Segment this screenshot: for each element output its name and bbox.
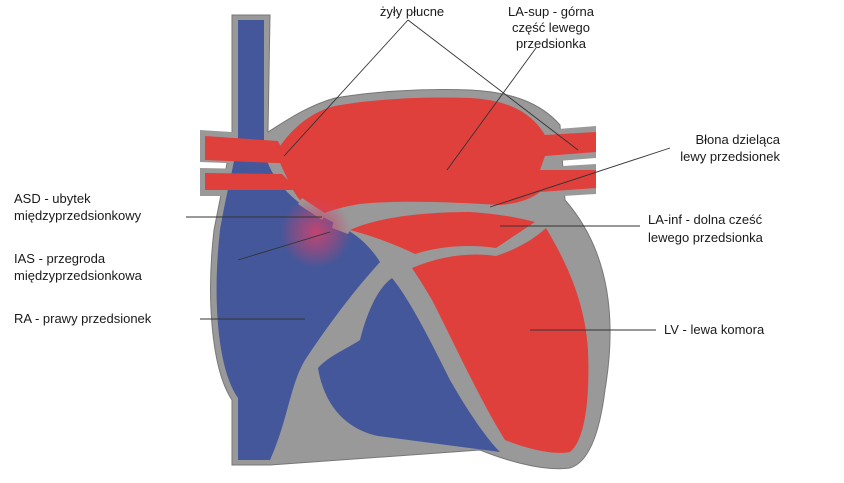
label-ra: RA - prawy przedsionek bbox=[14, 311, 152, 326]
label-la-sup-line1: LA-sup - górna bbox=[508, 4, 594, 19]
asd-defect-glow bbox=[280, 196, 352, 268]
label-membrane-line2: lewy przedsionek bbox=[680, 149, 780, 164]
label-lv: LV - lewa komora bbox=[664, 322, 765, 337]
left-atrium-upper-main bbox=[276, 97, 596, 216]
right-ventricle bbox=[318, 278, 500, 452]
label-ias-line1: IAS - przegroda bbox=[14, 251, 106, 266]
leader-la-sup bbox=[446, 47, 537, 171]
leader-membrane bbox=[489, 147, 671, 208]
leader-lines bbox=[186, 19, 671, 331]
label-ias-line2: międzyprzedsionkowa bbox=[14, 268, 142, 283]
leader-pulmonary-left bbox=[283, 19, 409, 157]
label-asd-line1: ASD - ubytek bbox=[14, 191, 91, 206]
label-membrane-line1: Błona dzieląca bbox=[695, 132, 780, 147]
label-la-sup-line2: część lewego bbox=[511, 20, 591, 35]
label-la-inf-line1: LA-inf - dolna cześć bbox=[648, 212, 763, 227]
left-ventricle bbox=[412, 228, 589, 453]
label-la-sup-line3: przedsionka bbox=[515, 36, 587, 51]
atrial-membrane-right bbox=[481, 203, 543, 213]
left-atrium-upper bbox=[205, 136, 300, 164]
left-atrium-lower bbox=[350, 212, 535, 254]
label-la-inf-line2: lewego przedsionka bbox=[648, 230, 763, 245]
left-atrium-upper-vein-2 bbox=[205, 173, 298, 190]
leader-ias bbox=[237, 231, 331, 261]
label-asd-line2: międzyprzedsionkowy bbox=[14, 208, 142, 223]
leader-pulmonary-right bbox=[407, 19, 579, 151]
label-pulmonary-veins: żyły płucne bbox=[379, 4, 445, 19]
